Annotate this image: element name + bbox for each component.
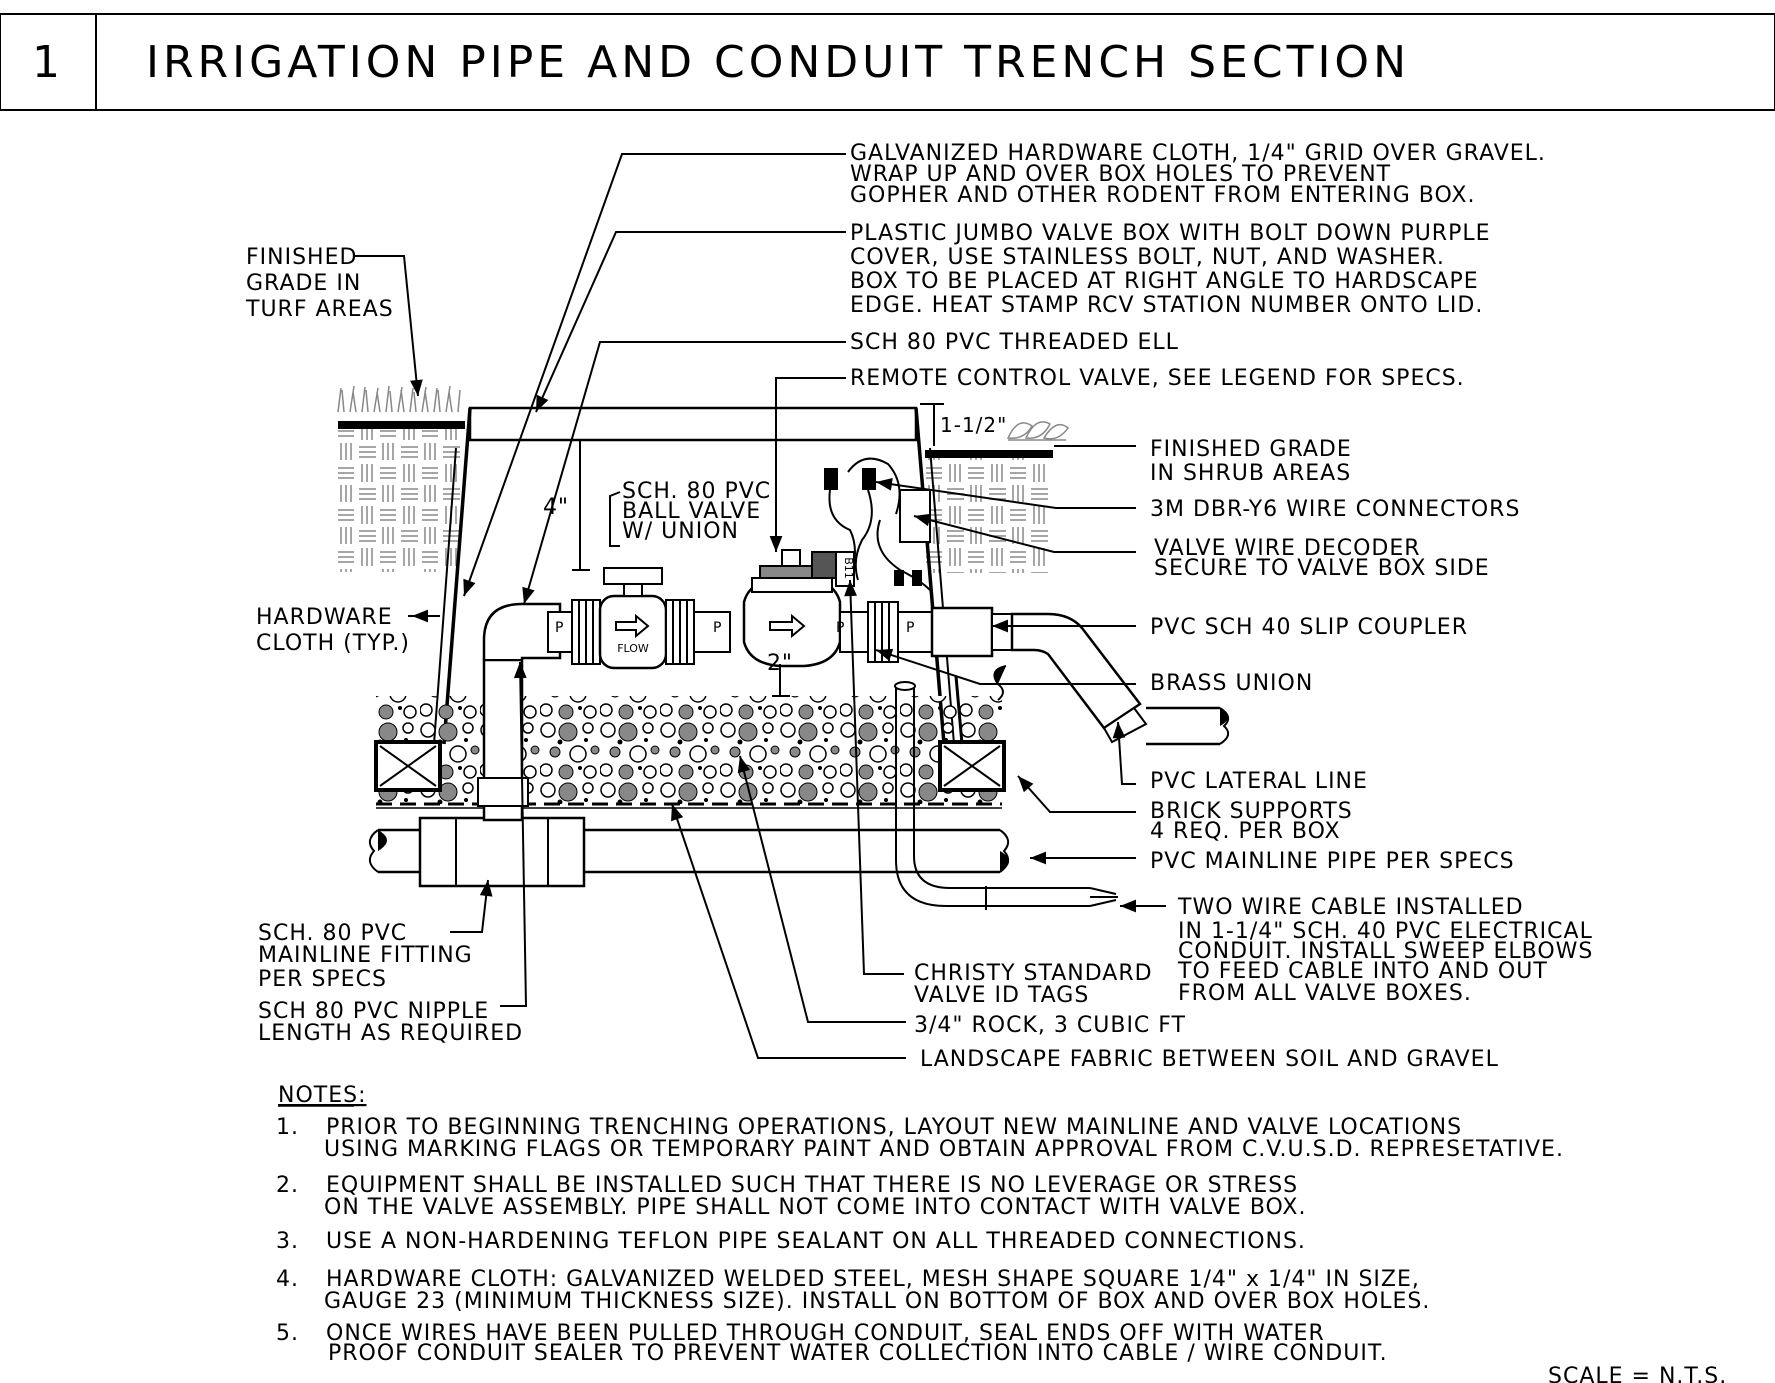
note-line: PROOF CONDUIT SEALER TO PREVENT WATER CO… <box>328 1341 1388 1366</box>
callout-text: FINISHED GRADE <box>1150 437 1352 462</box>
callout-text: IN 1-1/4" SCH. 40 PVC ELECTRICAL <box>1178 919 1593 944</box>
ball-valve-label-1: SCH. 80 PVC <box>622 479 771 504</box>
note-number: 2. <box>276 1173 299 1198</box>
callout-text: REMOTE CONTROL VALVE, SEE LEGEND FOR SPE… <box>850 366 1465 391</box>
callout-text: PVC MAINLINE PIPE PER SPECS <box>1150 849 1515 874</box>
callout-text: FROM ALL VALVE BOXES. <box>1178 981 1472 1006</box>
note-line: USE A NON-HARDENING TEFLON PIPE SEALANT … <box>326 1229 1306 1254</box>
dim-2in: 2" <box>767 651 793 676</box>
callout-text: GALVANIZED HARDWARE CLOTH, 1/4" GRID OVE… <box>850 141 1546 166</box>
callout-text: SECURE TO VALVE BOX SIDE <box>1154 556 1490 581</box>
callouts-bottom: CHRISTY STANDARD VALVE ID TAGS 3/4" ROCK… <box>914 961 1499 1072</box>
callout-text: CLOTH (TYP.) <box>256 631 410 656</box>
shrub-icon <box>1006 421 1070 441</box>
note-number: 1. <box>276 1115 299 1140</box>
notes: NOTES: 1. PRIOR TO BEGINNING TRENCHING O… <box>276 1083 1564 1366</box>
soil-right <box>925 421 1070 573</box>
callout-text: SCH 80 PVC THREADED ELL <box>850 330 1179 355</box>
callout-text: 3/4" ROCK, 3 CUBIC FT <box>914 1013 1186 1038</box>
dim-1-5in: 1-1/2" <box>940 413 1007 437</box>
p-mark: P <box>555 620 563 636</box>
note-line: EQUIPMENT SHALL BE INSTALLED SUCH THAT T… <box>326 1173 1298 1198</box>
callout-text: SCH. 80 PVC <box>258 921 407 946</box>
note-number: 5. <box>276 1321 299 1346</box>
valve-box <box>433 406 955 745</box>
callout-text: IN SHRUB AREAS <box>1150 461 1351 486</box>
p-mark: P <box>836 620 844 636</box>
brick-right <box>938 740 1006 792</box>
callout-text: LANDSCAPE FABRIC BETWEEN SOIL AND GRAVEL <box>920 1047 1499 1072</box>
callout-text: BOX TO BE PLACED AT RIGHT ANGLE TO HARDS… <box>850 269 1479 294</box>
callout-text: PLASTIC JUMBO VALVE BOX WITH BOLT DOWN P… <box>850 221 1491 246</box>
riser-assembly <box>477 602 562 822</box>
callout-text: CONDUIT. INSTALL SWEEP ELBOWS <box>1178 939 1593 964</box>
callout-text: PVC LATERAL LINE <box>1150 769 1368 794</box>
callout-text: LENGTH AS REQUIRED <box>258 1021 523 1046</box>
callouts-right: GALVANIZED HARDWARE CLOTH, 1/4" GRID OVE… <box>850 141 1593 1006</box>
callout-text: COVER, USE STAINLESS BOLT, NUT, AND WASH… <box>850 245 1445 270</box>
note-number: 4. <box>276 1267 299 1292</box>
callout-text: BRASS UNION <box>1150 671 1313 696</box>
dimensions: 4" 2" 1-1/2" SCH. 80 PVC BALL VALVE W/ U… <box>543 403 1007 697</box>
callout-text: MAINLINE FITTING <box>258 943 473 968</box>
note-line: ON THE VALVE ASSEMBLY. PIPE SHALL NOT CO… <box>324 1195 1307 1220</box>
note-line: USING MARKING FLAGS OR TEMPORARY PAINT A… <box>324 1137 1564 1162</box>
callout-text: EDGE. HEAT STAMP RCV STATION NUMBER ONTO… <box>850 293 1483 318</box>
scale-label: SCALE = N.T.S. <box>1548 1364 1727 1383</box>
note-line: GAUGE 23 (MINIMUM THICKNESS SIZE). INSTA… <box>324 1289 1430 1314</box>
callout-text: PER SPECS <box>258 967 387 992</box>
dim-4in: 4" <box>543 495 569 520</box>
p-mark: P <box>713 620 721 636</box>
gravel-bed <box>376 696 1002 809</box>
callout-text: BRICK SUPPORTS <box>1150 799 1353 824</box>
callout-text: VALVE ID TAGS <box>914 983 1089 1008</box>
brick-left <box>374 740 442 792</box>
turf-grass <box>337 385 461 413</box>
callout-text: WRAP UP AND OVER BOX HOLES TO PREVENT <box>850 162 1391 187</box>
note-line: HARDWARE CLOTH: GALVANIZED WELDED STEEL,… <box>326 1267 1420 1292</box>
conduit-sweep <box>894 675 1118 910</box>
callouts-left: FINISHED GRADE IN TURF AREAS HARDWARE CL… <box>245 245 523 1046</box>
callout-text: PVC SCH 40 SLIP COUPLER <box>1150 615 1468 640</box>
callout-text: VALVE WIRE DECODER <box>1154 536 1421 561</box>
ball-valve: FLOW P P <box>547 567 731 670</box>
callout-text: 4 REQ. PER BOX <box>1150 819 1341 844</box>
callout-text: GRADE IN <box>246 271 361 296</box>
callout-text: TO FEED CABLE INTO AND OUT <box>1177 959 1548 984</box>
valve-tag-label: B11 <box>842 557 855 579</box>
p-mark: P <box>906 620 914 636</box>
note-line: PRIOR TO BEGINNING TRENCHING OPERATIONS,… <box>326 1115 1462 1140</box>
detail-number: 1 <box>32 37 64 88</box>
soil-left <box>337 385 465 572</box>
callout-text: TURF AREAS <box>245 297 394 322</box>
note-line: ONCE WIRES HAVE BEEN PULLED THROUGH COND… <box>326 1321 1325 1346</box>
wiring: B11 <box>824 457 931 591</box>
callout-text: GOPHER AND OTHER RODENT FROM ENTERING BO… <box>850 183 1475 208</box>
leader-lines <box>354 153 1166 1059</box>
ball-valve-label-2: BALL VALVE <box>622 499 761 524</box>
callout-text: 3M DBR-Y6 WIRE CONNECTORS <box>1150 497 1520 522</box>
callout-text: SCH 80 PVC NIPPLE <box>258 999 489 1024</box>
note-number: 3. <box>276 1229 299 1254</box>
callout-text: TWO WIRE CABLE INSTALLED <box>1177 895 1524 920</box>
detail-title: IRRIGATION PIPE AND CONDUIT TRENCH SECTI… <box>146 37 1410 88</box>
callout-text: HARDWARE <box>256 605 393 630</box>
notes-heading: NOTES: <box>278 1083 367 1108</box>
title-block: 1 IRRIGATION PIPE AND CONDUIT TRENCH SEC… <box>0 13 1775 111</box>
flow-label: FLOW <box>617 642 649 655</box>
callout-text: FINISHED <box>246 245 357 270</box>
ball-valve-label-3: W/ UNION <box>622 519 739 544</box>
callout-text: CHRISTY STANDARD <box>914 961 1153 986</box>
